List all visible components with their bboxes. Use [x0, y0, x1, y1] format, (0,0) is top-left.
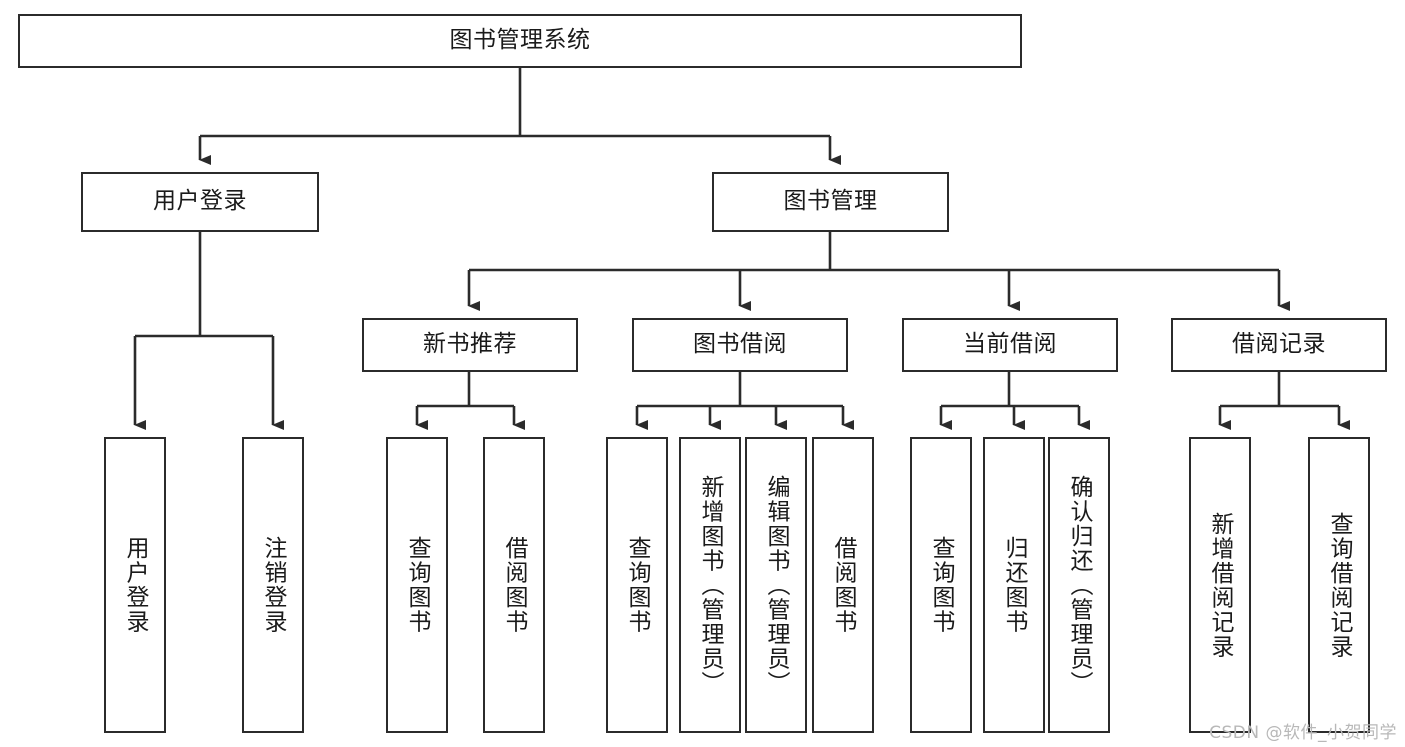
- node-leaf-borrow-book-recommend[interactable]: 借阅图书: [483, 437, 545, 733]
- node-leaf-add-borrow-record[interactable]: 新增借阅记录: [1189, 437, 1251, 733]
- node-leaf-add-borrow-record-label: 新增借阅记录: [1207, 511, 1234, 659]
- watermark-text: CSDN @软件_小贺同学: [1209, 723, 1397, 743]
- node-leaf-logout-label: 注销登录: [260, 536, 287, 634]
- node-leaf-add-book-admin[interactable]: 新增图书（管理员）: [679, 437, 741, 733]
- node-root[interactable]: 图书管理系统: [18, 14, 1022, 68]
- node-leaf-return-book-label: 归还图书: [1001, 536, 1028, 634]
- node-leaf-edit-book-admin[interactable]: 编辑图书（管理员）: [745, 437, 807, 733]
- node-leaf-borrow-book-recommend-label: 借阅图书: [501, 536, 528, 634]
- node-leaf-user-login[interactable]: 用户登录: [104, 437, 166, 733]
- node-leaf-query-book-current-label: 查询图书: [928, 536, 955, 634]
- node-leaf-borrow-book[interactable]: 借阅图书: [812, 437, 874, 733]
- node-leaf-user-login-label: 用户登录: [122, 536, 149, 634]
- node-leaf-query-book-borrow-label: 查询图书: [624, 536, 651, 634]
- node-current-borrow[interactable]: 当前借阅: [902, 318, 1118, 372]
- node-leaf-borrow-book-label: 借阅图书: [830, 536, 857, 634]
- node-user-login[interactable]: 用户登录: [81, 172, 319, 232]
- node-book-management[interactable]: 图书管理: [712, 172, 949, 232]
- node-new-book-recommend-label: 新书推荐: [423, 331, 517, 358]
- node-borrow-records[interactable]: 借阅记录: [1171, 318, 1387, 372]
- node-leaf-edit-book-admin-label: 编辑图书（管理员）: [763, 474, 790, 696]
- node-leaf-query-borrow-record-label: 查询借阅记录: [1326, 511, 1353, 659]
- node-book-borrow[interactable]: 图书借阅: [632, 318, 848, 372]
- node-root-label: 图书管理系统: [449, 27, 591, 54]
- node-user-login-label: 用户登录: [153, 188, 247, 215]
- node-leaf-query-borrow-record[interactable]: 查询借阅记录: [1308, 437, 1370, 733]
- node-book-borrow-label: 图书借阅: [693, 331, 787, 358]
- node-leaf-query-book-current[interactable]: 查询图书: [910, 437, 972, 733]
- node-leaf-query-book-recommend-label: 查询图书: [404, 536, 431, 634]
- node-leaf-return-book[interactable]: 归还图书: [983, 437, 1045, 733]
- node-leaf-add-book-admin-label: 新增图书（管理员）: [697, 474, 724, 696]
- node-leaf-logout[interactable]: 注销登录: [242, 437, 304, 733]
- node-book-management-label: 图书管理: [783, 188, 878, 215]
- node-leaf-confirm-return-admin[interactable]: 确认归还（管理员）: [1048, 437, 1110, 733]
- node-leaf-confirm-return-admin-label: 确认归还（管理员）: [1066, 474, 1093, 696]
- node-borrow-records-label: 借阅记录: [1232, 331, 1326, 358]
- node-new-book-recommend[interactable]: 新书推荐: [362, 318, 578, 372]
- node-current-borrow-label: 当前借阅: [963, 331, 1057, 358]
- node-leaf-query-book-recommend[interactable]: 查询图书: [386, 437, 448, 733]
- node-leaf-query-book-borrow[interactable]: 查询图书: [606, 437, 668, 733]
